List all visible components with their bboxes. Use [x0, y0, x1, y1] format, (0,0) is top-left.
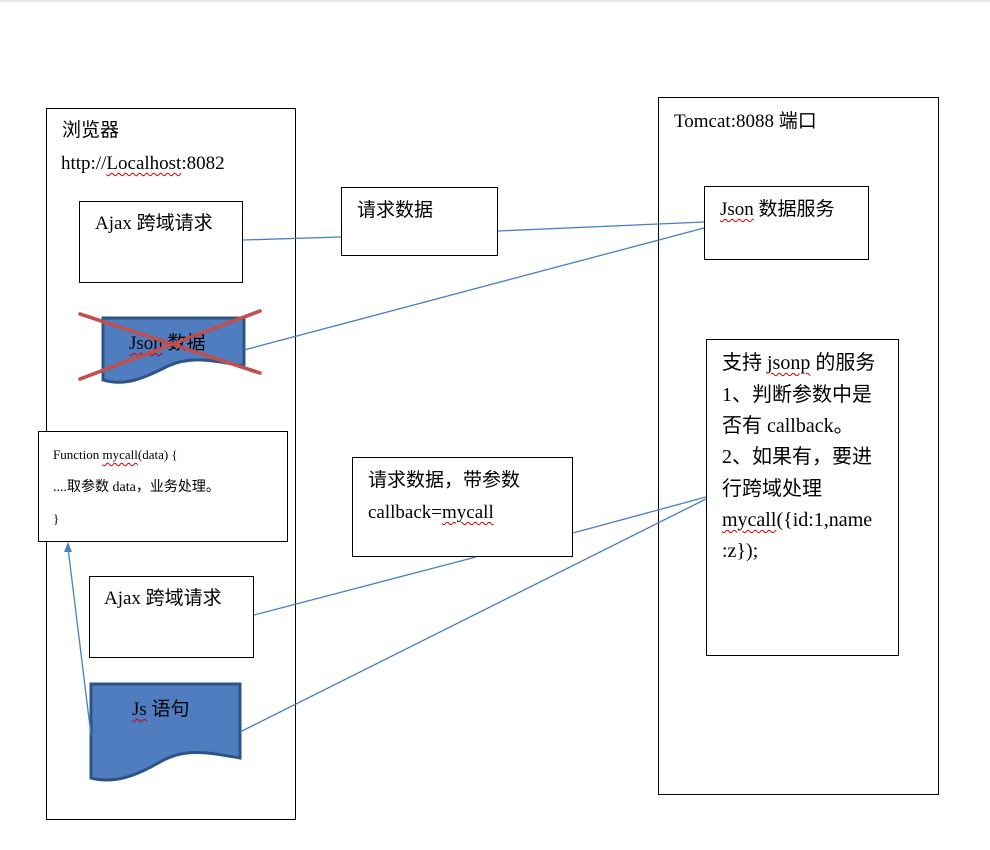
jsonp-line-7: :z});	[722, 540, 759, 562]
jsonp-line-6-a: mycall	[722, 509, 777, 531]
request-data-box-2	[352, 457, 573, 557]
jsonp-line-1-a: 支持	[722, 352, 767, 374]
request-data-label-1: 请求数据	[357, 200, 434, 221]
connector-request2-to-jsonp	[572, 496, 707, 534]
json-doc-json: Json	[129, 333, 163, 354]
js-document-label: Js 语句	[132, 700, 190, 719]
tomcat-title: Tomcat:8088 端口	[674, 111, 817, 132]
jsonp-line-5: 行跨域处理	[722, 478, 822, 500]
jsonp-line-1-c: 的服务	[810, 352, 876, 374]
function-line-2: ....取参数 data，业务处理。	[53, 480, 220, 495]
connector-ajax2-to-request2	[253, 556, 477, 616]
jsonp-line-1-b: jsonp	[767, 352, 811, 374]
json-service-box	[704, 186, 869, 260]
json-service-json: Json	[720, 199, 754, 220]
request-data-box-1	[341, 187, 498, 256]
url-prefix: http://	[61, 153, 107, 174]
json-service-label: Json 数据服务	[720, 200, 835, 219]
function-line-1: Function mycall(data) {	[53, 448, 178, 461]
jsonp-line-6: mycall({id:1,name	[722, 510, 872, 530]
jsonp-line-6-b: ({id:1,name	[776, 509, 873, 531]
connector-js-doc-to-function	[67, 547, 92, 736]
function-line-3: }	[53, 511, 60, 526]
js-doc-text: 语句	[146, 699, 190, 720]
ajax-request-label-1: Ajax 跨域请求	[95, 213, 213, 234]
ajax-request-box-2	[89, 576, 254, 658]
json-service-text: 数据服务	[753, 199, 835, 220]
js-doc-js: Js	[132, 699, 147, 720]
function-keyword: Function	[53, 447, 103, 462]
connector-request1-to-json-service	[497, 221, 705, 232]
json-document-label: Json 数据	[129, 334, 206, 353]
connector-jsonp-to-js-doc	[239, 498, 707, 733]
url-suffix: :8082	[181, 153, 225, 174]
jsonp-line-1: 支持 jsonp 的服务	[722, 353, 875, 373]
function-name: mycall	[102, 447, 138, 462]
arrowhead-to-function	[64, 542, 72, 552]
url-host: Localhost	[106, 153, 182, 174]
json-doc-text: 数据	[162, 333, 206, 354]
request-data-label-2: 请求数据，带参数	[368, 470, 521, 491]
top-divider	[0, 0, 990, 2]
callback-key: callback=	[368, 502, 443, 523]
ajax-request-label-2: Ajax 跨域请求	[104, 588, 222, 609]
callback-value: mycall	[442, 502, 494, 523]
request-data-callback: callback=mycall	[368, 503, 494, 522]
browser-title: 浏览器	[62, 120, 120, 141]
connector-json-service-to-json-doc	[243, 227, 705, 351]
jsonp-line-3: 否有 callback。	[722, 415, 854, 437]
jsonp-service-box	[706, 339, 899, 656]
function-params: (data) {	[137, 447, 178, 462]
function-box	[38, 431, 288, 542]
jsonp-line-2: 1、判断参数中是	[722, 384, 872, 406]
js-document-shape	[89, 682, 242, 782]
ajax-request-box-1	[79, 201, 243, 283]
jsonp-line-4: 2、如果有，要进	[722, 446, 872, 468]
browser-url: http://Localhost:8082	[61, 154, 225, 173]
connector-ajax1-to-request1	[242, 236, 342, 241]
